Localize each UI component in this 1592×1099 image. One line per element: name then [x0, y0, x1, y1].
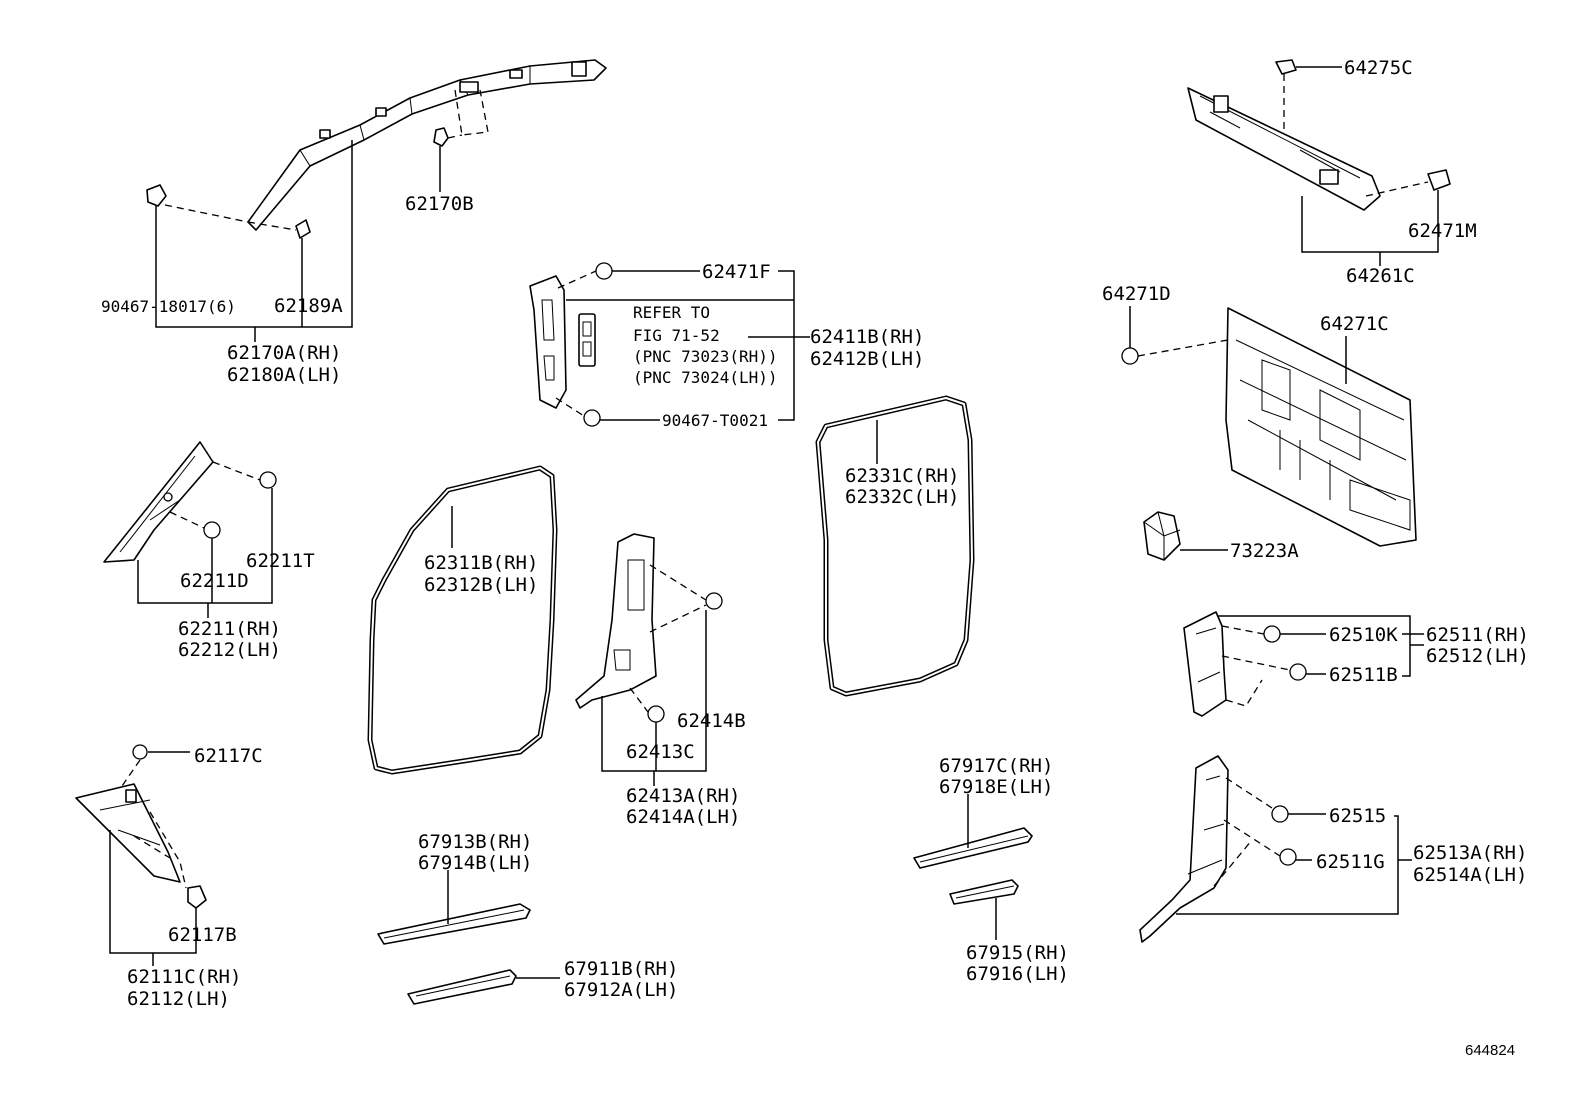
label-refer-pnc-rh: (PNC 73023(RH)): [633, 347, 778, 366]
label-62170B: 62170B: [405, 193, 474, 215]
label-67918E: 67918E(LH): [939, 776, 1053, 798]
label-62117C: 62117C: [194, 745, 263, 767]
center-pillar-upper-garnish: [529, 262, 810, 427]
quarter-trim-upper: [1183, 611, 1424, 717]
label-62511B: 62511B: [1329, 664, 1398, 686]
back-door-trim-board: [1121, 306, 1417, 547]
label-62413C: 62413C: [626, 741, 695, 763]
back-door-trim-upper: [1187, 59, 1451, 266]
front-pillar-garnish: [103, 441, 277, 618]
label-62511G: 62511G: [1316, 851, 1385, 873]
label-62331C: 62331C(RH): [845, 465, 959, 487]
cowl-side-trim: [75, 744, 207, 966]
label-62211T: 62211T: [246, 550, 315, 572]
label-62311B: 62311B(RH): [424, 552, 538, 574]
label-62471M: 62471M: [1408, 220, 1477, 242]
label-62170A: 62170A(RH): [227, 342, 341, 364]
label-refer-to: REFER TO: [633, 303, 710, 322]
label-62515: 62515: [1329, 805, 1386, 827]
label-62414B: 62414B: [677, 710, 746, 732]
label-62471F: 62471F: [702, 261, 771, 283]
label-62189A: 62189A: [274, 295, 343, 317]
label-62514A: 62514A(LH): [1413, 864, 1527, 886]
label-62513A: 62513A(RH): [1413, 842, 1527, 864]
front-scuff-plates: [377, 870, 560, 1005]
diagram-id: 644824: [1465, 1042, 1515, 1059]
label-64275C: 64275C: [1344, 57, 1413, 79]
label-90467-T0021: 90467-T0021: [662, 411, 768, 430]
label-67911B: 67911B(RH): [564, 958, 678, 980]
label-refer-pnc-lh: (PNC 73024(LH)): [633, 368, 778, 387]
label-62411B: 62411B(RH): [810, 326, 924, 348]
label-refer-fig: FIG 71-52: [633, 326, 720, 345]
roof-rail-assembly: [146, 59, 607, 342]
rear-scuff-plates: [913, 794, 1033, 940]
label-67915: 67915(RH): [966, 942, 1069, 964]
label-62211D: 62211D: [180, 570, 249, 592]
center-pillar-lower-garnish: [575, 533, 723, 786]
label-62112: 62112(LH): [127, 988, 230, 1010]
label-62180A: 62180A(LH): [227, 364, 341, 386]
label-62312B: 62312B(LH): [424, 574, 538, 596]
label-67916: 67916(LH): [966, 963, 1069, 985]
label-62211: 62211(RH): [178, 618, 281, 640]
quarter-trim-lower: [1139, 755, 1412, 943]
label-73223A: 73223A: [1230, 540, 1299, 562]
label-62414A: 62414A(LH): [626, 806, 740, 828]
front-door-weatherstrip: [367, 465, 558, 775]
label-67913B: 67913B(RH): [418, 831, 532, 853]
label-67914B: 67914B(LH): [418, 852, 532, 874]
label-64261C: 64261C: [1346, 265, 1415, 287]
label-62111C: 62111C(RH): [127, 966, 241, 988]
label-67912A: 67912A(LH): [564, 979, 678, 1001]
label-62413A: 62413A(RH): [626, 785, 740, 807]
rear-door-weatherstrip: [815, 395, 975, 697]
label-62511: 62511(RH): [1426, 624, 1529, 646]
label-62512: 62512(LH): [1426, 645, 1529, 667]
label-64271D: 64271D: [1102, 283, 1171, 305]
label-90467-18017: 90467-18017(6): [101, 297, 236, 316]
label-62510K: 62510K: [1329, 624, 1398, 646]
label-64271C: 64271C: [1320, 313, 1389, 335]
label-62332C: 62332C(LH): [845, 486, 959, 508]
label-62117B: 62117B: [168, 924, 237, 946]
label-62412B: 62412B(LH): [810, 348, 924, 370]
label-67917C: 67917C(RH): [939, 755, 1053, 777]
part-73223A: [1143, 511, 1228, 561]
label-62212: 62212(LH): [178, 639, 281, 661]
